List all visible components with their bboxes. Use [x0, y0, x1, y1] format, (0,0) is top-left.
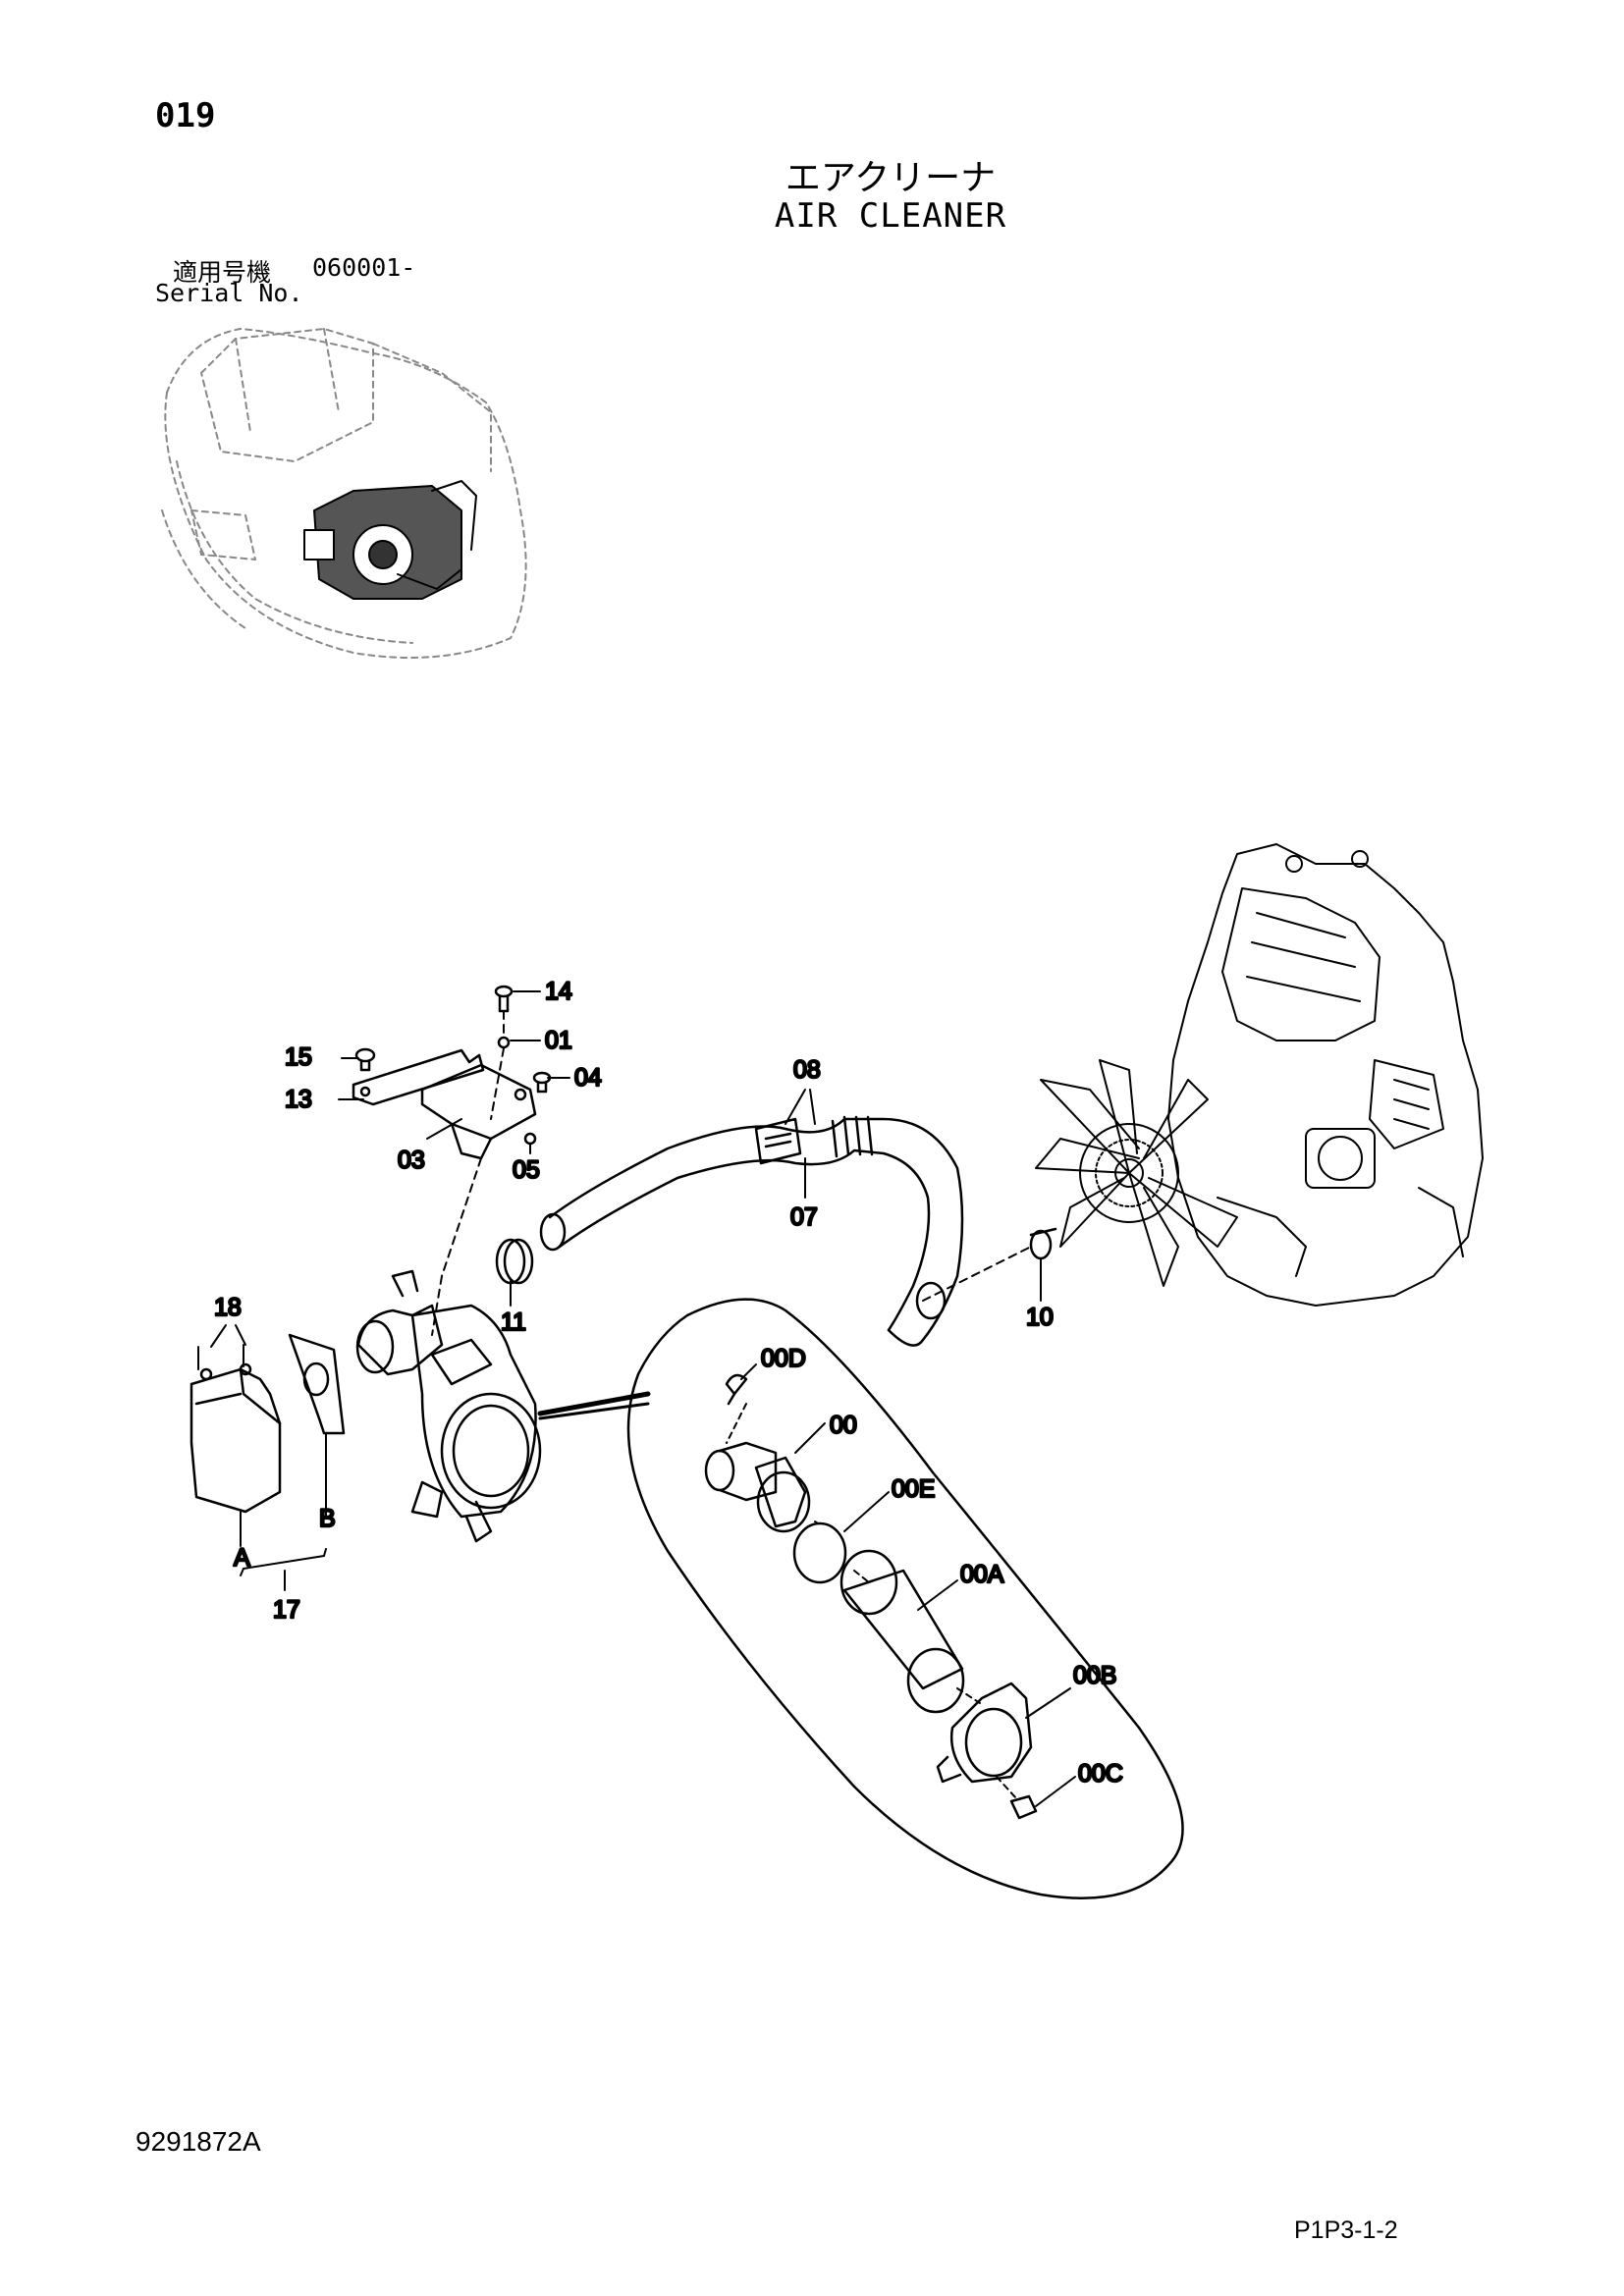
- serial-label-english: Serial No.: [155, 279, 303, 307]
- cover-part-A: [189, 1362, 282, 1514]
- callout-00E: 00E: [892, 1475, 935, 1503]
- part-00E-gasket: [792, 1522, 847, 1584]
- callout-15: 15: [285, 1043, 312, 1071]
- document-number: 9291872A: [135, 2126, 261, 2157]
- machine-overview-illustration: [161, 328, 527, 659]
- part-00D: [725, 1373, 748, 1406]
- intake-hose-07: [539, 1115, 964, 1347]
- callout-00D: 00D: [761, 1345, 806, 1372]
- callout-01: 01: [545, 1027, 572, 1054]
- engine-illustration: [1167, 843, 1484, 1307]
- callout-00B: 00B: [1073, 1662, 1116, 1689]
- callout-04: 04: [574, 1064, 602, 1092]
- callout-11: 11: [501, 1308, 526, 1336]
- callout-14: 14: [545, 978, 572, 1005]
- leader-lines: [210, 990, 1076, 1807]
- engine-fan: [1035, 1059, 1238, 1287]
- air-cleaner-assembly: [355, 1269, 542, 1543]
- page-title-english: AIR CLEANER: [774, 196, 1007, 236]
- bolt-14: [494, 985, 514, 1013]
- callout-03: 03: [398, 1147, 425, 1174]
- serial-label-japanese: 適用号機: [173, 258, 272, 287]
- exploded-view-outline: [626, 1298, 1184, 1899]
- callout-08: 08: [793, 1056, 821, 1084]
- overview-engine-block: [303, 480, 477, 600]
- callout-10: 10: [1026, 1304, 1054, 1331]
- serial-number-value: 060001-: [312, 253, 416, 282]
- bracket-03: [420, 1063, 537, 1160]
- callout-00A: 00A: [960, 1561, 1004, 1588]
- callout-A: A: [234, 1544, 250, 1572]
- bolt-15: [354, 1047, 376, 1072]
- callout-00C: 00C: [1078, 1760, 1123, 1788]
- callout-05: 05: [513, 1156, 540, 1184]
- bolt-01: [497, 1036, 511, 1049]
- part-00C-valve: [1009, 1794, 1038, 1820]
- bolt-04: [532, 1071, 552, 1094]
- part-00-housing: [704, 1441, 811, 1533]
- callout-17: 17: [273, 1596, 300, 1624]
- plate-part-B: [288, 1333, 346, 1435]
- callout-B: B: [319, 1505, 336, 1532]
- nut-05: [523, 1132, 537, 1146]
- page-code: P1P3-1-2: [1294, 2216, 1398, 2244]
- callout-07: 07: [790, 1203, 818, 1231]
- callout-18: 18: [214, 1294, 242, 1321]
- page-title-japanese: エアクリーナ: [785, 158, 997, 198]
- callout-13: 13: [285, 1086, 312, 1113]
- hose-clamp-11: [495, 1238, 534, 1285]
- hose-clamp-10: [1029, 1227, 1057, 1260]
- page-number: 019: [155, 96, 216, 135]
- part-00B-cover: [936, 1682, 1033, 1784]
- callout-00: 00: [830, 1412, 857, 1439]
- part-00A-element: [839, 1549, 965, 1714]
